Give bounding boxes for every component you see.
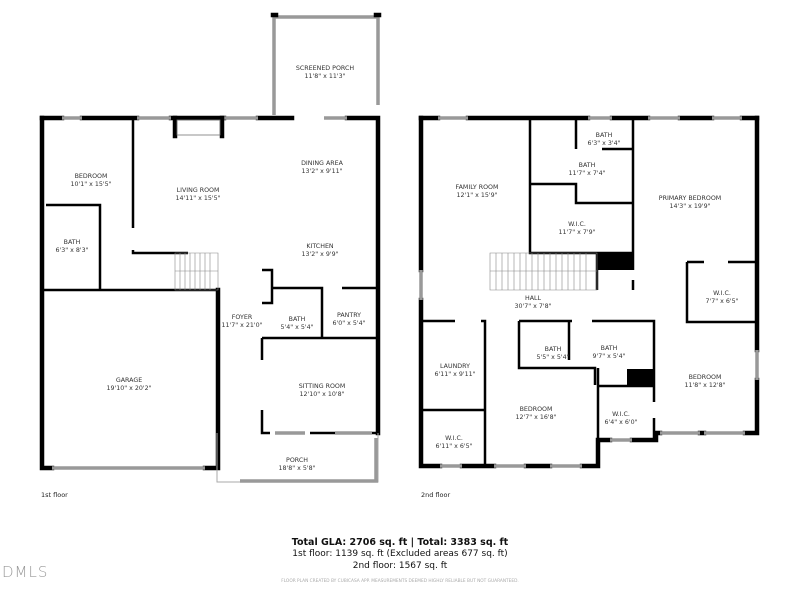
room-name: LIVING ROOM [177,187,220,194]
room-dims: 14'3" x 19'9" [669,203,710,210]
room-dims: 19'10" x 20'2" [106,385,151,392]
room-name: BATH [545,346,562,353]
room-dims: 6'0" x 5'4" [332,320,365,327]
room-name: W.I.C. [445,435,463,442]
first-floor-plan [39,12,382,483]
room-name: SITTING ROOM [299,383,346,390]
room-dims: 12'10" x 10'8" [299,391,344,398]
svg-text:W.I.C.6'4" x 6'0": W.I.C.6'4" x 6'0" [604,411,637,426]
room-dims: 13'2" x 9'9" [301,251,338,258]
second-floor-plan [418,115,760,469]
room-name: SCREENED PORCH [296,65,354,72]
room-name: DINING AREA [301,160,344,167]
second-floor-label: 2nd floor [421,491,450,499]
room-name: W.I.C. [568,221,586,228]
room-name: BATH [64,239,81,246]
room-name: BEDROOM [520,406,553,413]
room-name: BATH [289,316,306,323]
first-floor-label: 1st floor [41,491,68,499]
room-dims: 13'2" x 9'11" [301,168,342,175]
room-name: BEDROOM [689,374,722,381]
room-name: PORCH [286,457,308,464]
room-name: PRIMARY BEDROOM [659,195,721,202]
room-name: HALL [525,295,542,302]
room-dims: 12'7" x 16'8" [515,414,556,421]
svg-text:W.I.C.11'7" x 7'9": W.I.C.11'7" x 7'9" [558,221,595,236]
room-name: BATH [579,162,596,169]
room-dims: 14'11" x 15'5" [175,195,220,202]
room-dims: 9'7" x 5'4" [592,353,625,360]
second-floor-area: 2nd floor: 1567 sq. ft [352,561,448,571]
room-name: GARAGE [116,377,142,384]
room-name: PANTRY [337,312,361,319]
room-name: BATH [601,345,618,352]
room-name: FAMILY ROOM [456,184,499,191]
room-name: BATH [596,132,613,139]
room-dims: 6'4" x 6'0" [604,419,637,426]
room-dims: 6'3" x 8'3" [55,247,88,254]
first-floor-area: 1st floor: 1139 sq. ft (Excluded areas 6… [292,549,508,559]
room-dims: 18'8" x 5'8" [278,465,315,472]
disclaimer: FLOOR PLAN CREATED BY CUBICASA APP. MEAS… [281,579,519,584]
room-dims: 30'7" x 7'8" [514,303,551,310]
room-dims: 10'1" x 15'5" [70,181,111,188]
room-dims: 5'5" x 5'4" [536,354,569,361]
dmls-logo: DMLS [2,563,49,581]
room-dims: 7'7" x 6'5" [705,298,738,305]
svg-text:W.I.C.6'11" x 6'5": W.I.C.6'11" x 6'5" [435,435,472,450]
room-dims: 11'7" x 21'0" [221,322,262,329]
room-dims: 11'8" x 12'8" [684,382,725,389]
total-area-summary: Total GLA: 2706 sq. ft | Total: 3383 sq.… [291,537,509,548]
room-dims: 6'11" x 9'11" [434,371,475,378]
room-dims: 11'8" x 11'3" [304,73,345,80]
room-name: BEDROOM [75,173,108,180]
room-dims: 12'1" x 15'9" [456,192,497,199]
room-dims: 11'7" x 7'4" [568,170,605,177]
room-name: LAUNDRY [440,363,470,370]
svg-text:W.I.C.7'7" x 6'5": W.I.C.7'7" x 6'5" [705,290,738,305]
room-name: FOYER [232,314,253,321]
room-name: KITCHEN [306,243,334,250]
room-name: W.I.C. [612,411,630,418]
room-dims: 5'4" x 5'4" [280,324,313,331]
room-name: W.I.C. [713,290,731,297]
room-dims: 6'11" x 6'5" [435,443,472,450]
room-dims: 6'3" x 3'4" [587,140,620,147]
room-dims: 11'7" x 7'9" [558,229,595,236]
